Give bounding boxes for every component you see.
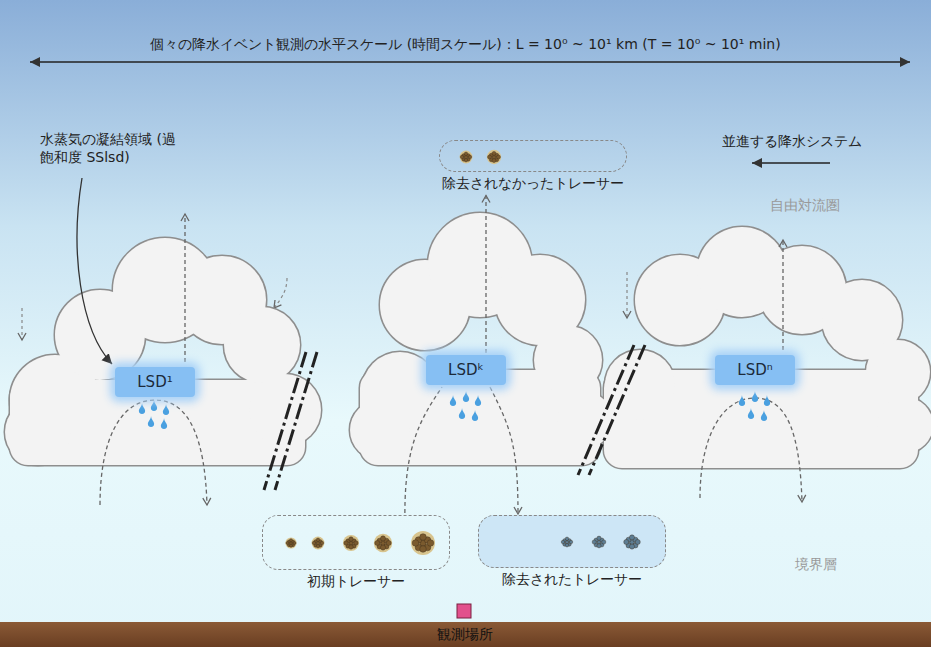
tracer-label: 初期トレーサー xyxy=(262,573,450,591)
tracer-group: 除去されたトレーサー xyxy=(478,515,666,589)
observation-site xyxy=(457,604,471,618)
condensation-region: LSDⁿ xyxy=(715,355,795,385)
annotation-label: 並進する降水システム xyxy=(722,132,912,150)
annotation-label: 境界層 xyxy=(795,555,895,573)
annotation-label: 自由対流圏 xyxy=(770,196,890,214)
air-flow-arrow xyxy=(490,387,518,514)
tracer-particles xyxy=(440,141,628,173)
tracer-box xyxy=(439,140,627,172)
annotation-label: 観測場所 xyxy=(405,625,525,643)
air-flow-arrow xyxy=(405,387,442,513)
region-label: LSDᵏ xyxy=(448,361,484,379)
condensation-region: LSD¹ xyxy=(115,367,195,397)
tracer-particles xyxy=(263,516,451,571)
motion-arrow xyxy=(752,162,830,164)
tracer-label: 除去されなかったトレーサー xyxy=(438,175,628,193)
ground xyxy=(0,622,931,647)
break-marks xyxy=(264,345,645,490)
condensation-region: LSDᵏ xyxy=(426,355,506,385)
annotation-label: 水蒸気の凝結領域 (過飽和度 SSlsd) xyxy=(40,130,180,166)
tracer-group: 除去されなかったトレーサー xyxy=(438,140,628,193)
tracer-label: 除去されたトレーサー xyxy=(478,571,666,589)
scale-arrow xyxy=(30,61,910,63)
region-label: LSDⁿ xyxy=(737,361,772,379)
raindrops xyxy=(139,391,770,429)
leader-arrow xyxy=(77,178,112,364)
tracer-box xyxy=(262,515,450,570)
tracer-particles xyxy=(479,516,667,569)
tracer-group: 初期トレーサー xyxy=(262,515,450,591)
circulation-arrows xyxy=(100,214,802,505)
air-flow-arrow xyxy=(485,196,486,354)
region-label: LSD¹ xyxy=(137,373,172,391)
tracer-box xyxy=(478,515,666,568)
annotation-label: 個々の降水イベント観測の水平スケール (時間スケール)：L = 10⁰ ~ 10… xyxy=(20,35,911,53)
